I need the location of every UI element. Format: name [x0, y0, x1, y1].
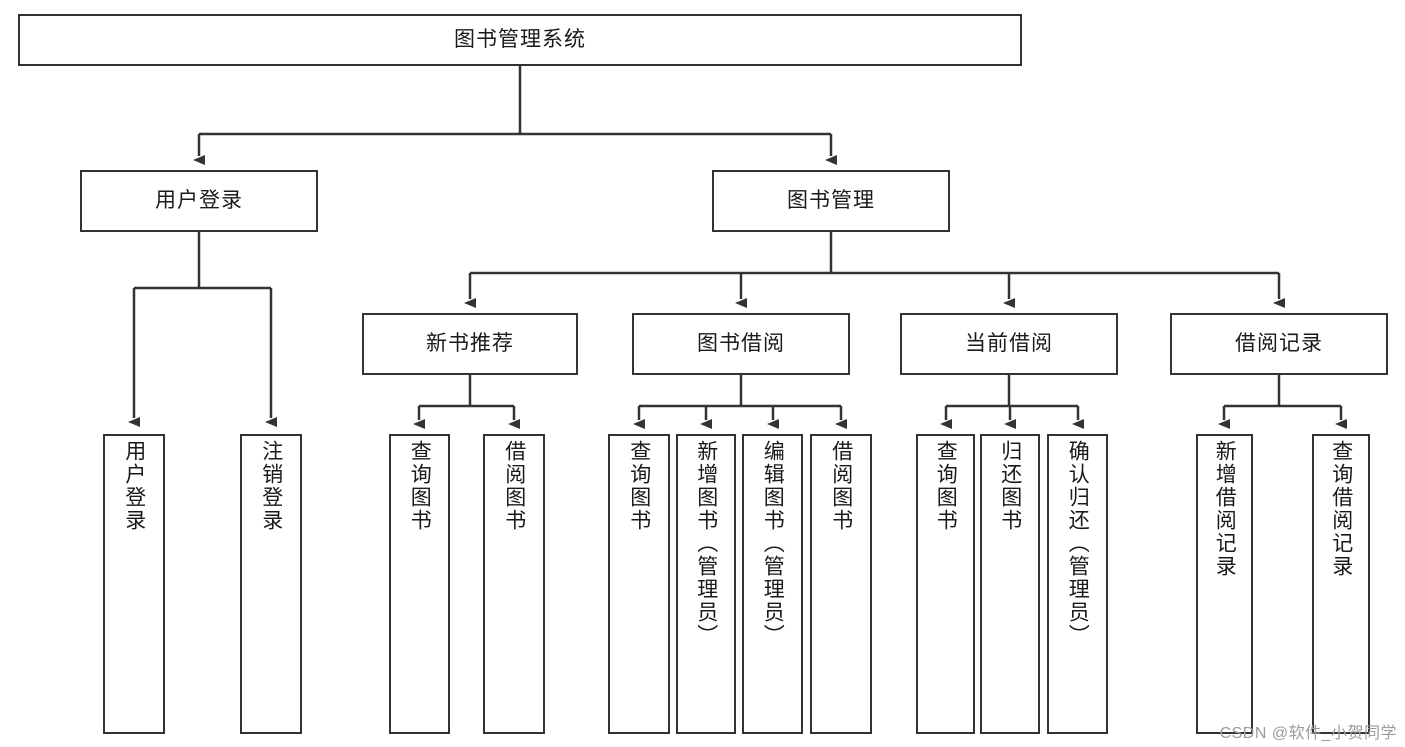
- leaf-record-query-record[interactable]: 查询借阅记录: [1312, 434, 1370, 734]
- leaf-user-login-signin-label: 用户登录: [122, 440, 146, 532]
- leaf-current-return-book[interactable]: 归还图书: [980, 434, 1040, 734]
- leaf-record-add-record[interactable]: 新增借阅记录: [1196, 434, 1253, 734]
- leaf-recommend-query-book[interactable]: 查询图书: [389, 434, 450, 734]
- watermark-text: CSDN @软件_小贺同学: [1219, 725, 1397, 742]
- node-book-borrow-label: 图书借阅: [697, 332, 785, 356]
- leaf-borrow-edit-book[interactable]: 编辑图书（管理员）: [742, 434, 803, 734]
- leaf-record-add-record-label: 新增借阅记录: [1213, 440, 1237, 578]
- leaf-borrow-edit-book-label: 编辑图书（管理员）: [761, 440, 785, 647]
- leaf-current-query-book-label: 查询图书: [934, 440, 958, 532]
- leaf-recommend-borrow-book[interactable]: 借阅图书: [483, 434, 545, 734]
- leaf-current-query-book[interactable]: 查询图书: [916, 434, 975, 734]
- leaf-current-confirm-return[interactable]: 确认归还（管理员）: [1047, 434, 1108, 734]
- node-current-borrow[interactable]: 当前借阅: [900, 313, 1118, 375]
- node-current-borrow-label: 当前借阅: [965, 332, 1053, 356]
- leaf-borrow-query-book-label: 查询图书: [627, 440, 651, 532]
- leaf-current-confirm-return-label: 确认归还（管理员）: [1066, 440, 1090, 647]
- leaf-borrow-add-book[interactable]: 新增图书（管理员）: [676, 434, 736, 734]
- leaf-user-login-signout-label: 注销登录: [259, 440, 283, 532]
- leaf-current-return-book-label: 归还图书: [998, 440, 1022, 532]
- node-user-login[interactable]: 用户登录: [80, 170, 318, 232]
- leaf-borrow-borrow-book[interactable]: 借阅图书: [810, 434, 872, 734]
- node-new-book-recommend[interactable]: 新书推荐: [362, 313, 578, 375]
- node-root[interactable]: 图书管理系统: [18, 14, 1022, 66]
- node-book-management[interactable]: 图书管理: [712, 170, 950, 232]
- leaf-record-query-record-label: 查询借阅记录: [1329, 440, 1353, 578]
- leaf-borrow-query-book[interactable]: 查询图书: [608, 434, 670, 734]
- leaf-user-login-signout[interactable]: 注销登录: [240, 434, 302, 734]
- leaf-recommend-query-book-label: 查询图书: [408, 440, 432, 532]
- node-book-management-label: 图书管理: [787, 189, 875, 213]
- node-book-borrow[interactable]: 图书借阅: [632, 313, 850, 375]
- node-borrow-record-label: 借阅记录: [1235, 332, 1323, 356]
- node-root-label: 图书管理系统: [454, 28, 586, 52]
- leaf-borrow-add-book-label: 新增图书（管理员）: [694, 440, 718, 647]
- node-borrow-record[interactable]: 借阅记录: [1170, 313, 1388, 375]
- leaf-recommend-borrow-book-label: 借阅图书: [502, 440, 526, 532]
- node-user-login-label: 用户登录: [155, 189, 243, 213]
- node-new-book-recommend-label: 新书推荐: [426, 332, 514, 356]
- leaf-user-login-signin[interactable]: 用户登录: [103, 434, 165, 734]
- leaf-borrow-borrow-book-label: 借阅图书: [829, 440, 853, 532]
